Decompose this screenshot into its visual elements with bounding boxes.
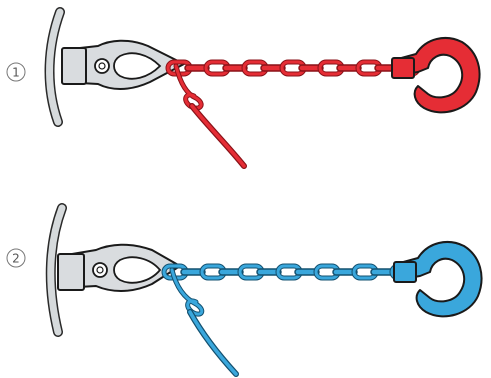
bolt-icon	[92, 262, 108, 278]
step-1-badge	[6, 62, 26, 82]
chain-link	[336, 64, 362, 72]
hook-2	[393, 241, 483, 318]
hook-1	[391, 37, 481, 114]
chain-link	[184, 64, 210, 72]
chain-link	[298, 64, 324, 72]
bolt-icon	[94, 58, 110, 74]
step-1-number: 1	[12, 66, 20, 80]
step-1-group: 1	[6, 7, 481, 169]
step-2-number: 2	[12, 252, 20, 266]
chain-link	[294, 268, 320, 276]
step-1-label: 1	[6, 62, 26, 82]
step-2-label: 2	[6, 248, 26, 268]
chain-2	[161, 263, 417, 281]
step-2-badge	[6, 248, 26, 268]
tensioner-fitting-1	[61, 39, 185, 90]
chain-link	[332, 268, 358, 276]
chain-link	[256, 268, 282, 276]
chain-link	[222, 64, 248, 72]
chain-1	[165, 59, 421, 77]
chain-link	[180, 268, 206, 276]
tensioner-fitting-2	[57, 243, 181, 292]
chain-link	[218, 268, 244, 276]
step-2-group: 2	[6, 203, 483, 377]
hanging-chain-1	[173, 63, 247, 169]
hanging-chain-2	[169, 267, 239, 377]
chain-link	[260, 64, 286, 72]
